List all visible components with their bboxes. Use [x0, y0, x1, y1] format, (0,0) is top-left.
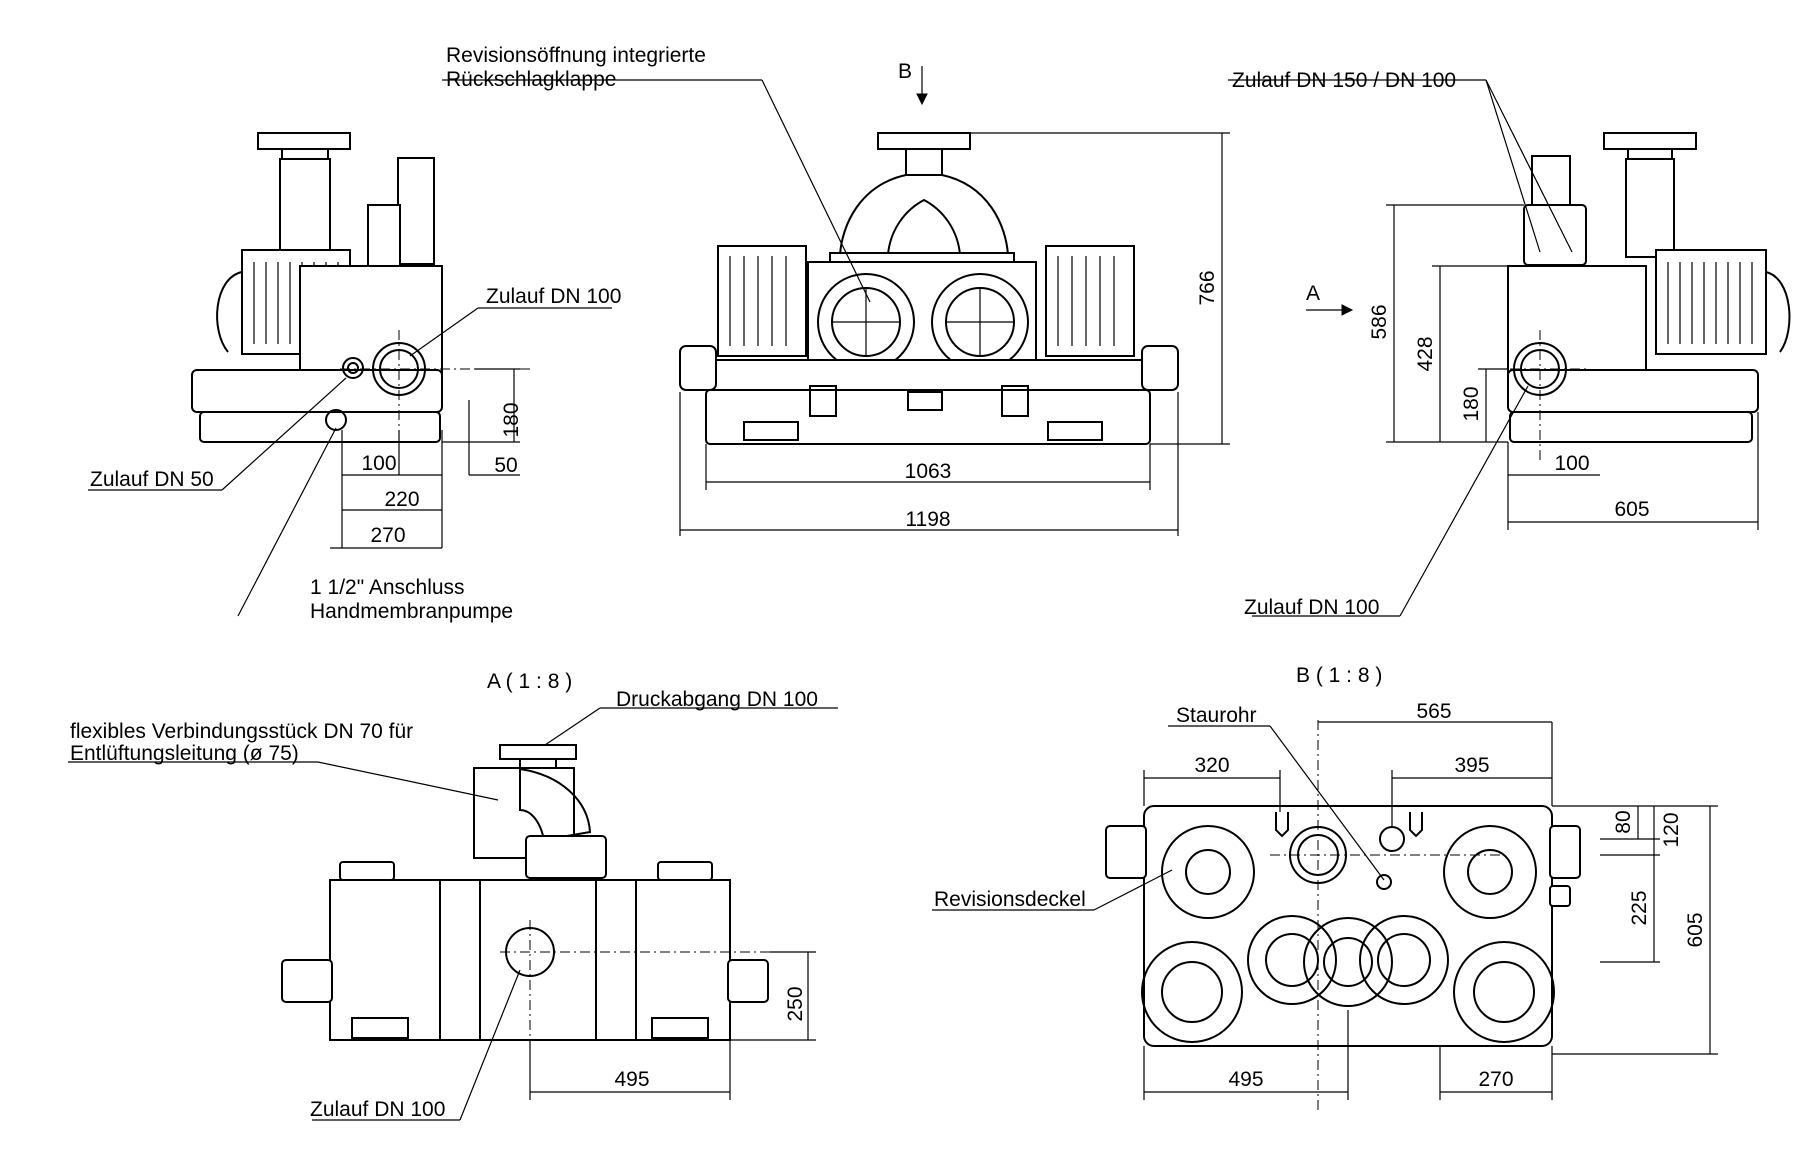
dim-right-605: 605: [1614, 498, 1649, 521]
dim-front-1198: 1198: [905, 508, 950, 531]
view-a-dimensions: [529, 951, 816, 1100]
dim-left-220: 220: [384, 488, 419, 511]
right-side-view: [1490, 132, 1791, 460]
dim-left-50: 50: [494, 454, 517, 477]
annotations: Revisionsöffnung integrierte Rückschlagk…: [70, 44, 1456, 1121]
dim-a-250: 250: [784, 986, 807, 1021]
dim-right-428: 428: [1414, 336, 1437, 371]
druckabgang-label: Druckabgang DN 100: [616, 688, 818, 711]
front-view: [679, 132, 1179, 445]
view-b-title: B ( 1 : 8 ): [1296, 664, 1382, 687]
left-side-view: [191, 132, 530, 450]
front-dimensions: [679, 66, 1230, 536]
anschluss-label-line2: Handmembranpumpe: [310, 600, 513, 623]
flexibles-label-line2: Entlüftungsleitung (ø 75): [70, 742, 299, 765]
dim-left-180: 180: [500, 402, 523, 437]
revisionsoeffnung-label-line2: Rückschlagklappe: [446, 68, 616, 91]
dim-b-80: 80: [1612, 810, 1635, 833]
zulauf-dn150-dn100-label: Zulauf DN 150 / DN 100: [1232, 69, 1456, 92]
view-a: [281, 744, 810, 1100]
dimension-values: 180 50 100 220 270 766 1063 1198 586 428…: [361, 270, 1707, 1091]
revisionsoeffnung-label-line1: Revisionsöffnung integrierte: [446, 44, 706, 67]
dim-a-495: 495: [614, 1068, 649, 1091]
view-b-dimensions: [1143, 721, 1718, 1100]
zulauf-dn100-left-label: Zulauf DN 100: [486, 285, 621, 308]
dim-b-395: 395: [1454, 754, 1489, 777]
staurohr-label: Staurohr: [1176, 704, 1257, 727]
view-b-marker: B: [898, 60, 912, 83]
anschluss-label-line1: 1 1/2" Anschluss: [310, 576, 465, 599]
revisionsdeckel-label: Revisionsdeckel: [934, 888, 1086, 911]
dim-b-120: 120: [1660, 812, 1683, 847]
left-side-dimensions: [330, 368, 520, 549]
view-b: [1105, 720, 1581, 1110]
dim-b-495: 495: [1228, 1068, 1263, 1091]
dim-right-586: 586: [1368, 304, 1391, 339]
dim-b-565: 565: [1416, 700, 1451, 723]
right-side-dimensions: [1306, 204, 1759, 530]
zulauf-dn100-bottom-label: Zulauf DN 100: [310, 1098, 445, 1121]
leader-lines: [68, 79, 1573, 1121]
dim-front-1063: 1063: [905, 460, 952, 483]
zulauf-dn50-label: Zulauf DN 50: [90, 468, 214, 491]
dim-front-766: 766: [1196, 270, 1219, 305]
dim-right-180: 180: [1460, 386, 1483, 421]
dim-b-605: 605: [1684, 912, 1707, 947]
dim-right-100: 100: [1554, 452, 1589, 475]
zulauf-dn100-right-label: Zulauf DN 100: [1244, 596, 1379, 619]
dim-b-225: 225: [1628, 890, 1651, 925]
view-a-title: A ( 1 : 8 ): [487, 670, 572, 693]
dim-left-270: 270: [370, 524, 405, 547]
view-a-marker: A: [1306, 282, 1320, 305]
flexibles-label-line1: flexibles Verbindungsstück DN 70 für: [70, 720, 413, 743]
dim-left-100: 100: [361, 452, 396, 475]
dim-b-320: 320: [1194, 754, 1229, 777]
dim-b-270: 270: [1478, 1068, 1513, 1091]
